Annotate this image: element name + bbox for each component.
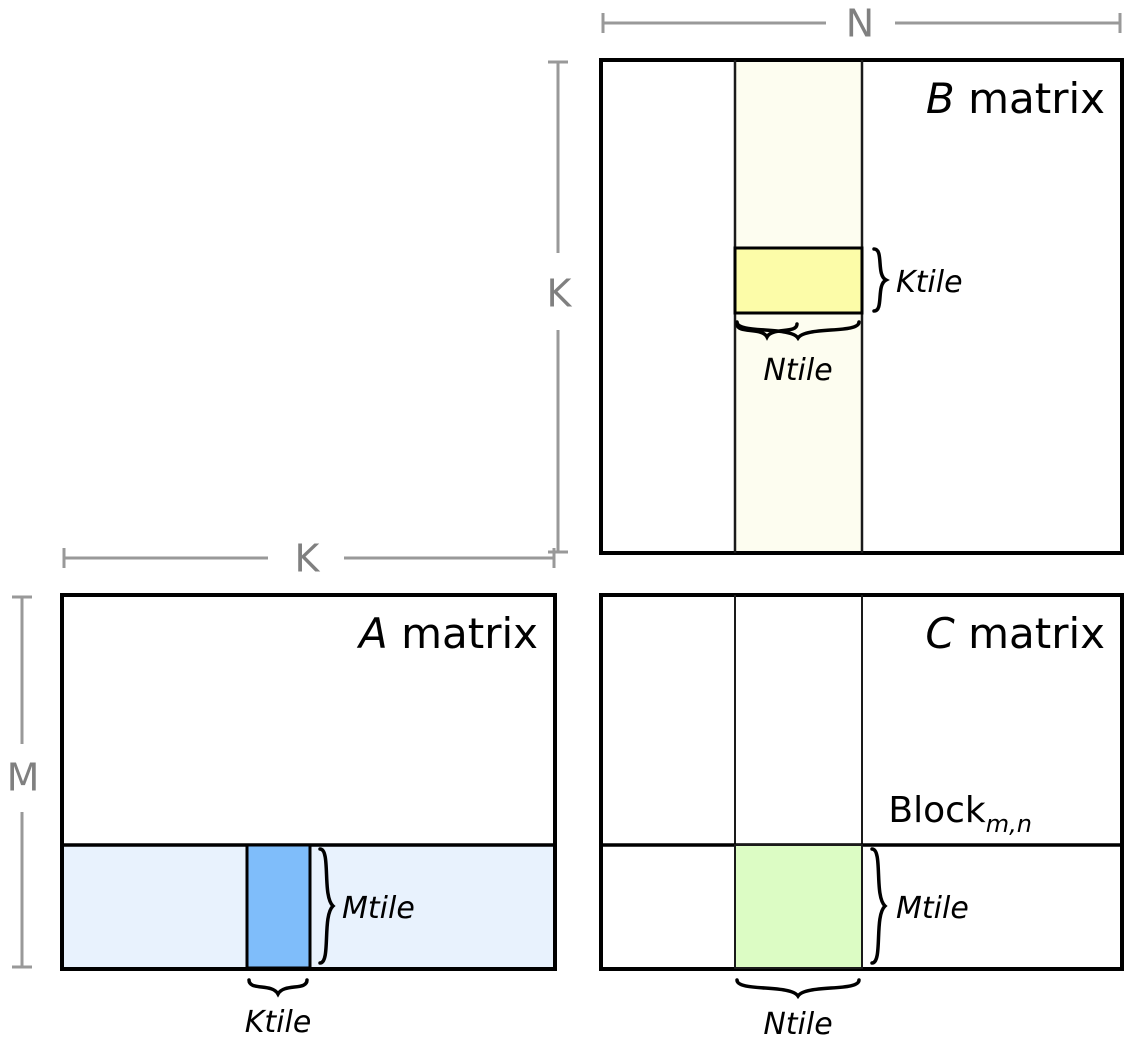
b-matrix-title: B matrix	[926, 74, 1105, 123]
b-tile	[733, 246, 864, 315]
b-ntile-brace-full	[735, 320, 861, 342]
b-ntile-label: Ntile	[763, 353, 832, 388]
dimension-m-vertical: M	[7, 595, 40, 969]
a-mtile-brace	[318, 847, 336, 965]
a-ktile-brace	[247, 978, 309, 998]
c-ntile-label: Ntile	[763, 1007, 832, 1042]
dimension-k-horizontal-label: K	[295, 537, 321, 581]
dimension-n: N	[601, 2, 1122, 46]
b-matrix: B matrix Ktile Ntile	[599, 58, 1124, 555]
c-matrix-title-symbol: C	[925, 609, 955, 658]
c-block-label: Blockm,n	[888, 790, 1032, 838]
b-matrix-title-symbol: B	[926, 74, 955, 123]
c-mtile-label: Mtile	[896, 891, 969, 926]
dimension-k-vertical-label: K	[547, 272, 573, 316]
a-mtile-label: Mtile	[342, 891, 415, 926]
c-block-label-text: Block	[888, 790, 986, 831]
c-matrix-title-word: matrix	[955, 609, 1105, 658]
b-ktile-brace	[872, 247, 890, 313]
a-ktile-label: Ktile	[245, 1005, 312, 1040]
b-matrix-title-word: matrix	[955, 74, 1105, 123]
dimension-m-vertical-label: M	[7, 756, 40, 800]
a-tile	[245, 843, 312, 970]
c-block-label-subscript: m,n	[986, 810, 1032, 838]
dimension-n-label: N	[846, 2, 874, 46]
c-ntile-brace	[735, 978, 861, 1000]
c-mtile-brace	[870, 847, 888, 965]
dimension-k-horizontal: K	[62, 537, 556, 581]
a-matrix-title: A matrix	[356, 609, 538, 658]
b-ktile-label: Ktile	[896, 265, 963, 300]
a-matrix-title-word: matrix	[388, 609, 538, 658]
c-tile	[734, 844, 863, 969]
dimension-k-vertical: K	[547, 60, 573, 554]
c-matrix: C matrix Blockm,n Mtile Ntile	[599, 593, 1124, 1042]
c-matrix-title: C matrix	[925, 609, 1105, 658]
a-matrix-title-symbol: A	[356, 609, 388, 658]
a-matrix: A matrix Mtile Ktile	[60, 593, 557, 1040]
b-ntile-brace	[735, 322, 799, 341]
